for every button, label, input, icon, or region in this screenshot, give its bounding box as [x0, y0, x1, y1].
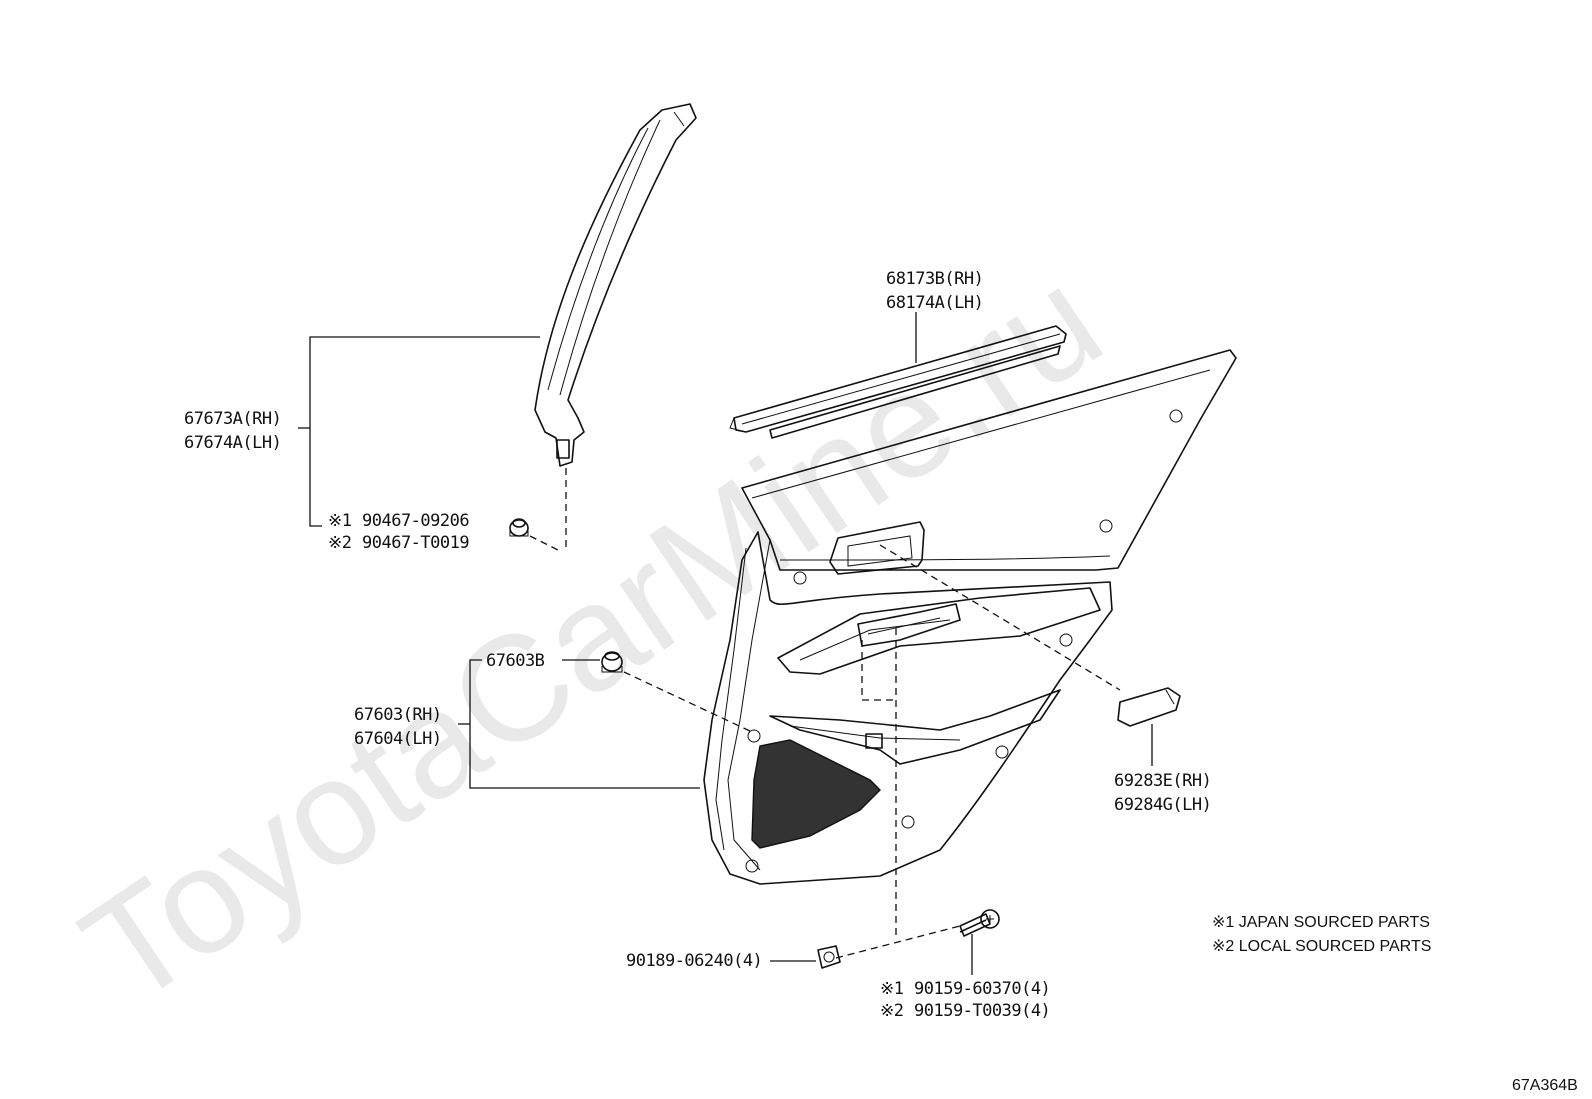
speaker-grille: [751, 739, 881, 849]
trim-board-lh-label: 67604(LH): [354, 729, 442, 749]
screw-jp-label: 90159-60370(4): [914, 979, 1050, 999]
weatherstrip-drawing: [729, 325, 1067, 439]
legend-item-1: ※1 JAPAN SOURCED PARTS: [1212, 914, 1430, 931]
armrest-cover-rh-label: 69283E(RH): [1114, 771, 1211, 791]
board-clip-label: 67603B: [486, 651, 545, 671]
pillar-garnish-rh-label: 67673A(RH): [184, 409, 281, 429]
board-clip-drawing: [601, 651, 623, 673]
door-trim-board-drawing: [703, 349, 1237, 885]
armrest-cover-drawing: [1117, 687, 1181, 727]
armrest-cover-lh-label: 69284G(LH): [1114, 795, 1211, 815]
weatherstrip-lh-label: 68174A(LH): [886, 293, 983, 313]
pillar-clip-local-mark: ※2: [328, 533, 351, 553]
pillar-clip-local-label: 90467-T0019: [362, 533, 469, 553]
pillar-garnish-lh-label: 67674A(LH): [184, 433, 281, 453]
pillar-clip-jp-mark: ※1: [328, 511, 352, 531]
weatherstrip-rh-label: 68173B(RH): [886, 269, 983, 289]
screw-local-label: 90159-T0039(4): [914, 1001, 1050, 1021]
screw-local-mark: ※2: [880, 1001, 903, 1021]
nut-label: 90189-06240(4): [626, 951, 762, 971]
nut-drawing: [817, 945, 841, 969]
pillar-clip-jp-label: 90467-09206: [362, 511, 469, 531]
trim-board-rh-label: 67603(RH): [354, 705, 442, 725]
watermark: ToyotaCarMine.ru: [54, 235, 1129, 1036]
pillar-clip-drawing: [509, 518, 529, 537]
screw-jp-mark: ※1: [880, 979, 904, 999]
diagram-code: 67A364B: [1512, 1077, 1578, 1094]
pillar-garnish-drawing: [534, 103, 697, 467]
screw-drawing: [959, 909, 1000, 937]
legend-item-2: ※2 LOCAL SOURCED PARTS: [1212, 938, 1431, 955]
